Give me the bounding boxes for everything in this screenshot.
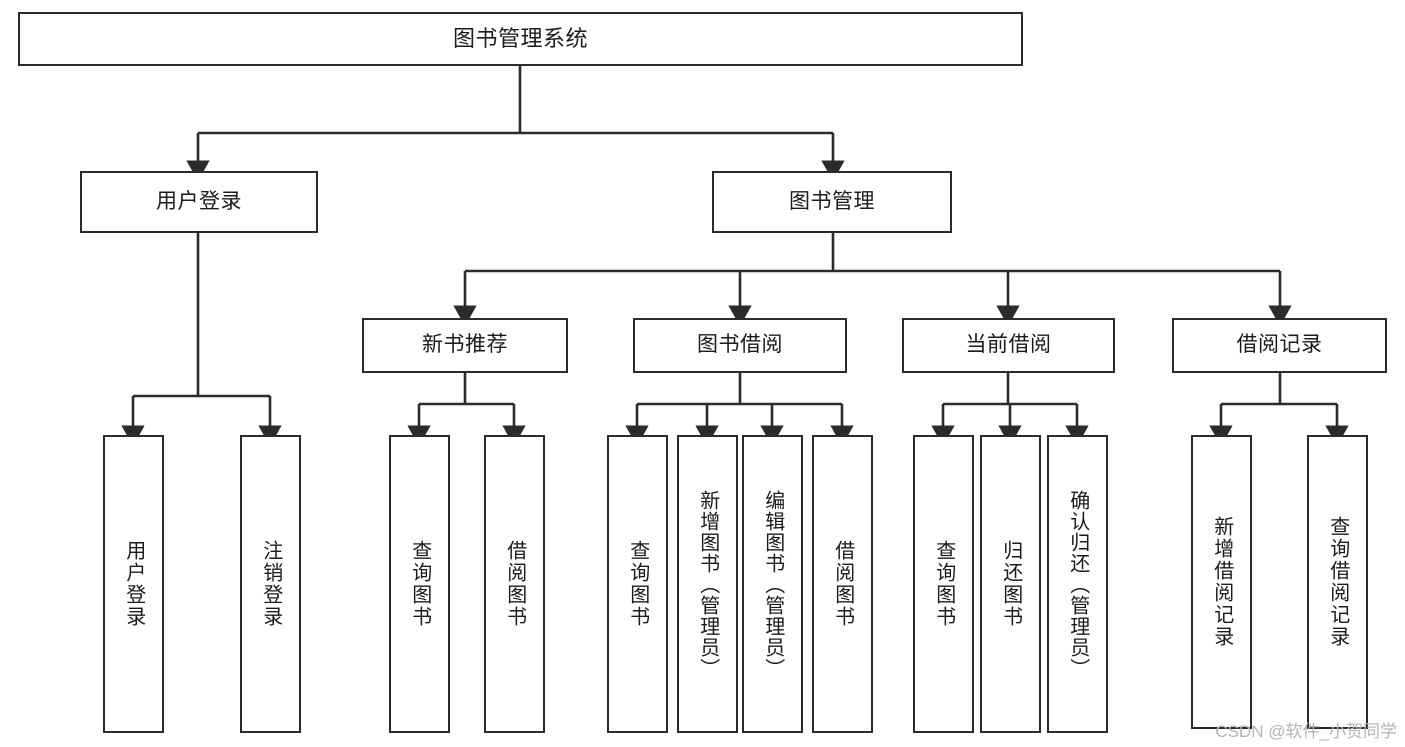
node-current-borrow-label: 当前借阅: [965, 333, 1052, 357]
node-leaf-query-book-1[interactable]: 查询图书: [389, 435, 450, 733]
node-leaf-query-record[interactable]: 查询借阅记录: [1307, 435, 1368, 729]
node-book-borrow-label: 图书借阅: [697, 333, 783, 357]
node-leaf-return-book-label: 归还图书: [999, 540, 1022, 628]
csdn-watermark: CSDN @软件_小贺同学: [1215, 722, 1397, 741]
node-new-book-rec[interactable]: 新书推荐: [362, 318, 568, 373]
node-root-label: 图书管理系统: [452, 26, 588, 52]
node-leaf-query-book-3[interactable]: 查询图书: [913, 435, 974, 733]
node-leaf-edit-book-label: 编辑图书（管理员）: [761, 489, 784, 679]
node-leaf-confirm-return-label: 确认归还（管理员）: [1066, 489, 1089, 679]
node-leaf-user-login-label: 用户登录: [122, 540, 145, 628]
node-leaf-user-logout[interactable]: 注销登录: [240, 435, 301, 733]
node-leaf-add-book[interactable]: 新增图书（管理员）: [677, 435, 738, 733]
node-leaf-add-record[interactable]: 新增借阅记录: [1191, 435, 1252, 729]
node-leaf-borrow-book-2-label: 借阅图书: [831, 540, 854, 628]
node-leaf-edit-book[interactable]: 编辑图书（管理员）: [742, 435, 803, 733]
node-leaf-user-logout-label: 注销登录: [259, 540, 282, 628]
node-book-manage[interactable]: 图书管理: [712, 171, 952, 233]
node-new-book-rec-label: 新书推荐: [422, 333, 508, 357]
node-user-login-label: 用户登录: [156, 189, 242, 213]
node-leaf-query-book-1-label: 查询图书: [408, 540, 431, 628]
node-leaf-return-book[interactable]: 归还图书: [980, 435, 1041, 733]
node-borrow-record[interactable]: 借阅记录: [1172, 318, 1387, 373]
node-leaf-borrow-book-1[interactable]: 借阅图书: [484, 435, 545, 733]
node-current-borrow[interactable]: 当前借阅: [902, 318, 1115, 373]
node-leaf-query-book-2-label: 查询图书: [626, 540, 649, 628]
node-borrow-record-label: 借阅记录: [1236, 333, 1323, 357]
node-leaf-confirm-return[interactable]: 确认归还（管理员）: [1047, 435, 1108, 733]
node-root[interactable]: 图书管理系统: [18, 12, 1023, 66]
node-leaf-add-book-label: 新增图书（管理员）: [696, 489, 719, 679]
node-leaf-borrow-book-2[interactable]: 借阅图书: [812, 435, 873, 733]
node-leaf-add-record-label: 新增借阅记录: [1210, 516, 1233, 648]
node-leaf-borrow-book-1-label: 借阅图书: [503, 540, 526, 628]
node-user-login[interactable]: 用户登录: [80, 171, 318, 233]
node-leaf-query-book-2[interactable]: 查询图书: [607, 435, 668, 733]
node-leaf-query-book-3-label: 查询图书: [932, 540, 955, 628]
node-book-borrow[interactable]: 图书借阅: [633, 318, 847, 373]
node-leaf-query-record-label: 查询借阅记录: [1326, 516, 1349, 648]
node-leaf-user-login[interactable]: 用户登录: [103, 435, 164, 733]
node-book-manage-label: 图书管理: [789, 189, 875, 213]
